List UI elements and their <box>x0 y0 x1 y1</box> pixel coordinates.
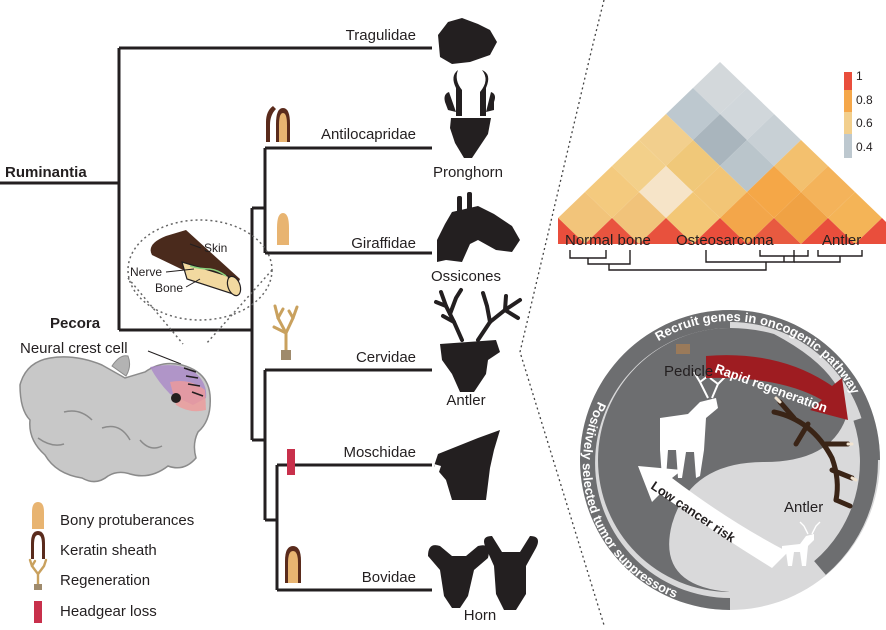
legend-label-headgear-loss: Headgear loss <box>60 603 157 620</box>
pronghorn-head-silhouette-icon <box>445 70 496 158</box>
panel-divider <box>520 0 604 625</box>
pedicle-icon <box>676 344 690 354</box>
scale-tick-0-4: 0.4 <box>856 140 873 154</box>
bony-protuberance-icon <box>32 502 44 529</box>
neural-crest-label: Neural crest cell <box>20 340 128 357</box>
bony-protuberance-icon <box>277 213 289 245</box>
embryo-illustration <box>20 356 210 482</box>
group-label-osteosarcoma: Osteosarcoma <box>676 232 774 249</box>
scale-segment <box>844 112 852 134</box>
bone-label: Bone <box>155 281 183 295</box>
cow-head-silhouette-icon <box>484 536 538 610</box>
taxon-label-cervidae: Cervidae <box>356 349 416 366</box>
musk-deer-head-silhouette-icon <box>434 430 500 500</box>
legend-label-regeneration: Regeneration <box>60 572 150 589</box>
headgear-label-ossicones: Ossicones <box>431 268 501 285</box>
legend-item-regeneration: Regeneration <box>30 560 150 590</box>
legend-item-bony: Bony protuberances <box>32 502 194 529</box>
taxon-label-moschidae: Moschidae <box>343 444 416 461</box>
antler-regeneration-icon <box>274 306 297 360</box>
antler-regeneration-icon <box>30 560 46 590</box>
giraffe-head-silhouette-icon <box>437 192 520 262</box>
scale-tick-0-6: 0.6 <box>856 116 873 130</box>
scale-segment <box>844 134 852 158</box>
taxon-label-antilocapridae: Antilocapridae <box>321 126 416 143</box>
deer-antler-head-silhouette-icon <box>436 290 520 392</box>
clade-label-ruminantia: Ruminantia <box>5 164 87 181</box>
heatmap-dendrogram <box>570 250 862 270</box>
group-label-normal-bone: Normal bone <box>565 232 651 249</box>
headgear-loss-icon <box>34 601 42 623</box>
skin-label: Skin <box>204 241 227 255</box>
neural-crest-pointer <box>148 351 181 364</box>
nerve-label: Nerve <box>130 265 162 279</box>
legend-label-keratin: Keratin sheath <box>60 542 157 559</box>
clade-label-pecora: Pecora <box>50 315 101 332</box>
antler-label: Antler <box>784 499 823 516</box>
taxon-label-bovidae: Bovidae <box>362 569 416 586</box>
headgear-loss-icon <box>287 449 295 475</box>
heatmap-color-scale: 1 0.8 0.6 0.4 <box>844 69 873 158</box>
legend-item-headgear-loss: Headgear loss <box>34 601 157 623</box>
keratin-sheath-icon <box>285 546 301 583</box>
headgear-label-pronghorn: Pronghorn <box>433 164 503 181</box>
goat-head-silhouette-icon <box>428 545 489 608</box>
taxon-label-tragulidae: Tragulidae <box>346 27 416 44</box>
cancer-regeneration-schematic: Rapid regeneration Low cancer risk Pedic… <box>580 309 880 610</box>
group-label-antler: Antler <box>822 232 861 249</box>
headgear-label-horn: Horn <box>464 607 497 624</box>
legend: Bony protuberances Keratin sheath Regene… <box>30 502 194 623</box>
taxon-label-giraffidae: Giraffidae <box>351 235 416 252</box>
scale-segment <box>844 90 852 112</box>
scale-tick-1: 1 <box>856 69 863 83</box>
legend-label-bony: Bony protuberances <box>60 512 194 529</box>
keratin-sheath-icon <box>266 106 290 142</box>
heatmap-cells <box>558 62 886 244</box>
headgear-label-antler: Antler <box>446 392 485 409</box>
legend-item-keratin: Keratin sheath <box>31 531 157 559</box>
scale-segment <box>844 72 852 90</box>
correlation-heatmap: 1 0.8 0.6 0.4 Normal bone Osteosarcoma A… <box>558 62 886 270</box>
tragulid-head-silhouette-icon <box>438 18 497 64</box>
scale-tick-0-8: 0.8 <box>856 93 873 107</box>
pedicle-label: Pedicle <box>664 363 713 380</box>
